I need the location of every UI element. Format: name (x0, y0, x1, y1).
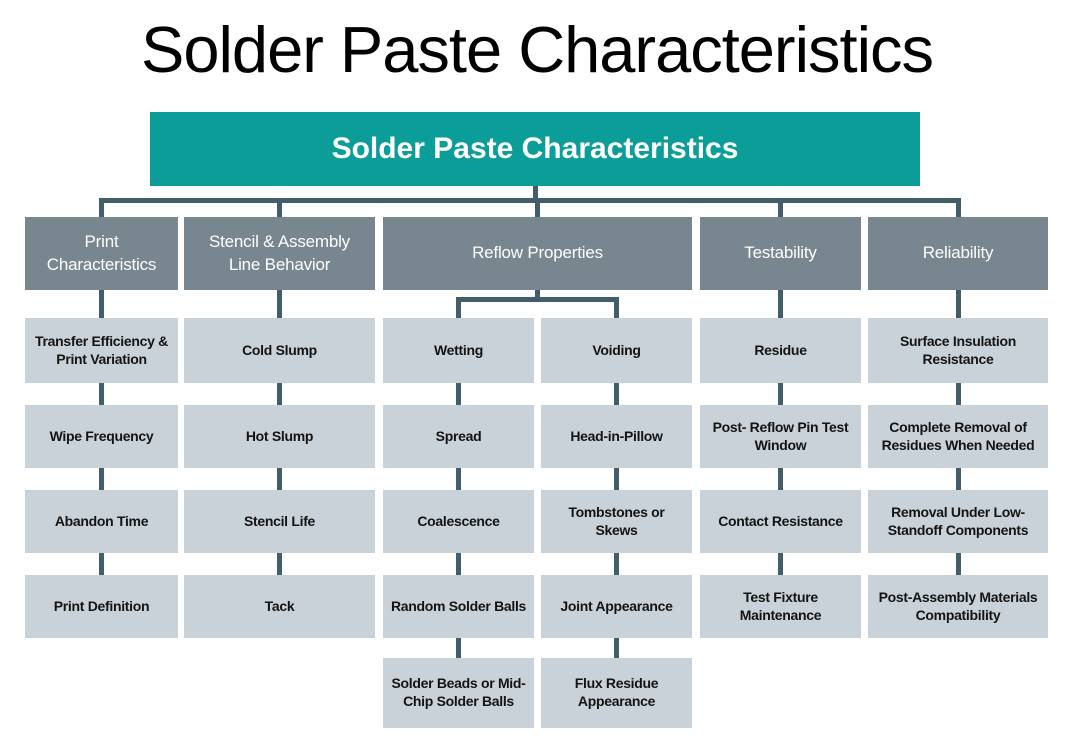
tree-node-voiding: Voiding (541, 318, 692, 383)
tree-node-hot-slump: Hot Slump (184, 405, 375, 468)
tree-node-coalescence: Coalescence (383, 490, 534, 553)
connector-fork-rail (456, 297, 619, 302)
root-node-label: Solder Paste Characteristics (331, 132, 739, 165)
tree-node-complete-removal-of-residues-when-needed: Complete Removal of Residues When Needed (868, 405, 1048, 468)
connector-line (99, 468, 104, 490)
tree-node-cold-slump: Cold Slump (184, 318, 375, 383)
connector-line (277, 553, 282, 575)
category-header-print-characteristics: Print Characteristics (25, 217, 178, 290)
tree-node-stencil-life: Stencil Life (184, 490, 375, 553)
connector-line (277, 468, 282, 490)
connector-line (456, 638, 461, 658)
tree-node-removal-under-low-standoff-components: Removal Under Low-Standoff Components (868, 490, 1048, 553)
connector-line (614, 553, 619, 575)
tree-node-wipe-frequency: Wipe Frequency (25, 405, 178, 468)
connector-line (277, 290, 282, 318)
connector-line (955, 203, 961, 217)
category-header-reliability: Reliability (868, 217, 1048, 290)
connector-line (614, 302, 619, 318)
category-header-testability: Testability (700, 217, 861, 290)
connector-line (955, 383, 961, 405)
connector-line (456, 468, 461, 490)
connector-line (955, 468, 961, 490)
connector-line (778, 468, 783, 490)
tree-node-surface-insulation-resistance: Surface Insulation Resistance (868, 318, 1048, 383)
connector-line (456, 383, 461, 405)
tree-node-contact-resistance: Contact Resistance (700, 490, 861, 553)
connector-line (99, 553, 104, 575)
tree-node-solder-beads-or-mid-chip-solder-balls: Solder Beads or Mid-Chip Solder Balls (383, 658, 534, 728)
tree-node-test-fixture-maintenance: Test Fixture Maintenance (700, 575, 861, 638)
connector-line (456, 302, 461, 318)
tree-node-post-reflow-pin-test-window: Post- Reflow Pin Test Window (700, 405, 861, 468)
tree-node-tombstones-or-skews: Tombstones or Skews (541, 490, 692, 553)
connector-line (99, 383, 104, 405)
connector-line (955, 553, 961, 575)
tree-node-transfer-efficiency-print-variation: Transfer Efficiency & Print Variation (25, 318, 178, 383)
tree-node-random-solder-balls: Random Solder Balls (383, 575, 534, 638)
connector-line (99, 203, 104, 217)
connector-line (614, 638, 619, 658)
tree-node-flux-residue-appearance: Flux Residue Appearance (541, 658, 692, 728)
connector-line (955, 290, 961, 318)
category-header-reflow-properties: Reflow Properties (383, 217, 692, 290)
connector-line (614, 383, 619, 405)
tree-node-abandon-time: Abandon Time (25, 490, 178, 553)
connector-line (277, 383, 282, 405)
connector-line (778, 383, 783, 405)
connector-line (277, 203, 282, 217)
tree-node-tack: Tack (184, 575, 375, 638)
connector-line (535, 203, 540, 217)
connector-line (778, 290, 783, 318)
tree-node-head-in-pillow: Head-in-Pillow (541, 405, 692, 468)
tree-node-print-definition: Print Definition (25, 575, 178, 638)
connector-root-stub (532, 186, 538, 198)
tree-node-post-assembly-materials-compatibility: Post-Assembly Materials Compatibility (868, 575, 1048, 638)
connector-main-rail (99, 198, 961, 203)
connector-line (778, 203, 783, 217)
connector-line (99, 290, 104, 318)
tree-node-residue: Residue (700, 318, 861, 383)
root-node: Solder Paste Characteristics (150, 112, 920, 186)
connector-line (614, 468, 619, 490)
tree-node-spread: Spread (383, 405, 534, 468)
tree-node-wetting: Wetting (383, 318, 534, 383)
category-header-stencil-assembly-line-behavior: Stencil & Assembly Line Behavior (184, 217, 375, 290)
page-title: Solder Paste Characteristics (140, 13, 934, 86)
connector-line (456, 553, 461, 575)
connector-line (535, 290, 540, 297)
tree-node-joint-appearance: Joint Appearance (541, 575, 692, 638)
connector-line (778, 553, 783, 575)
